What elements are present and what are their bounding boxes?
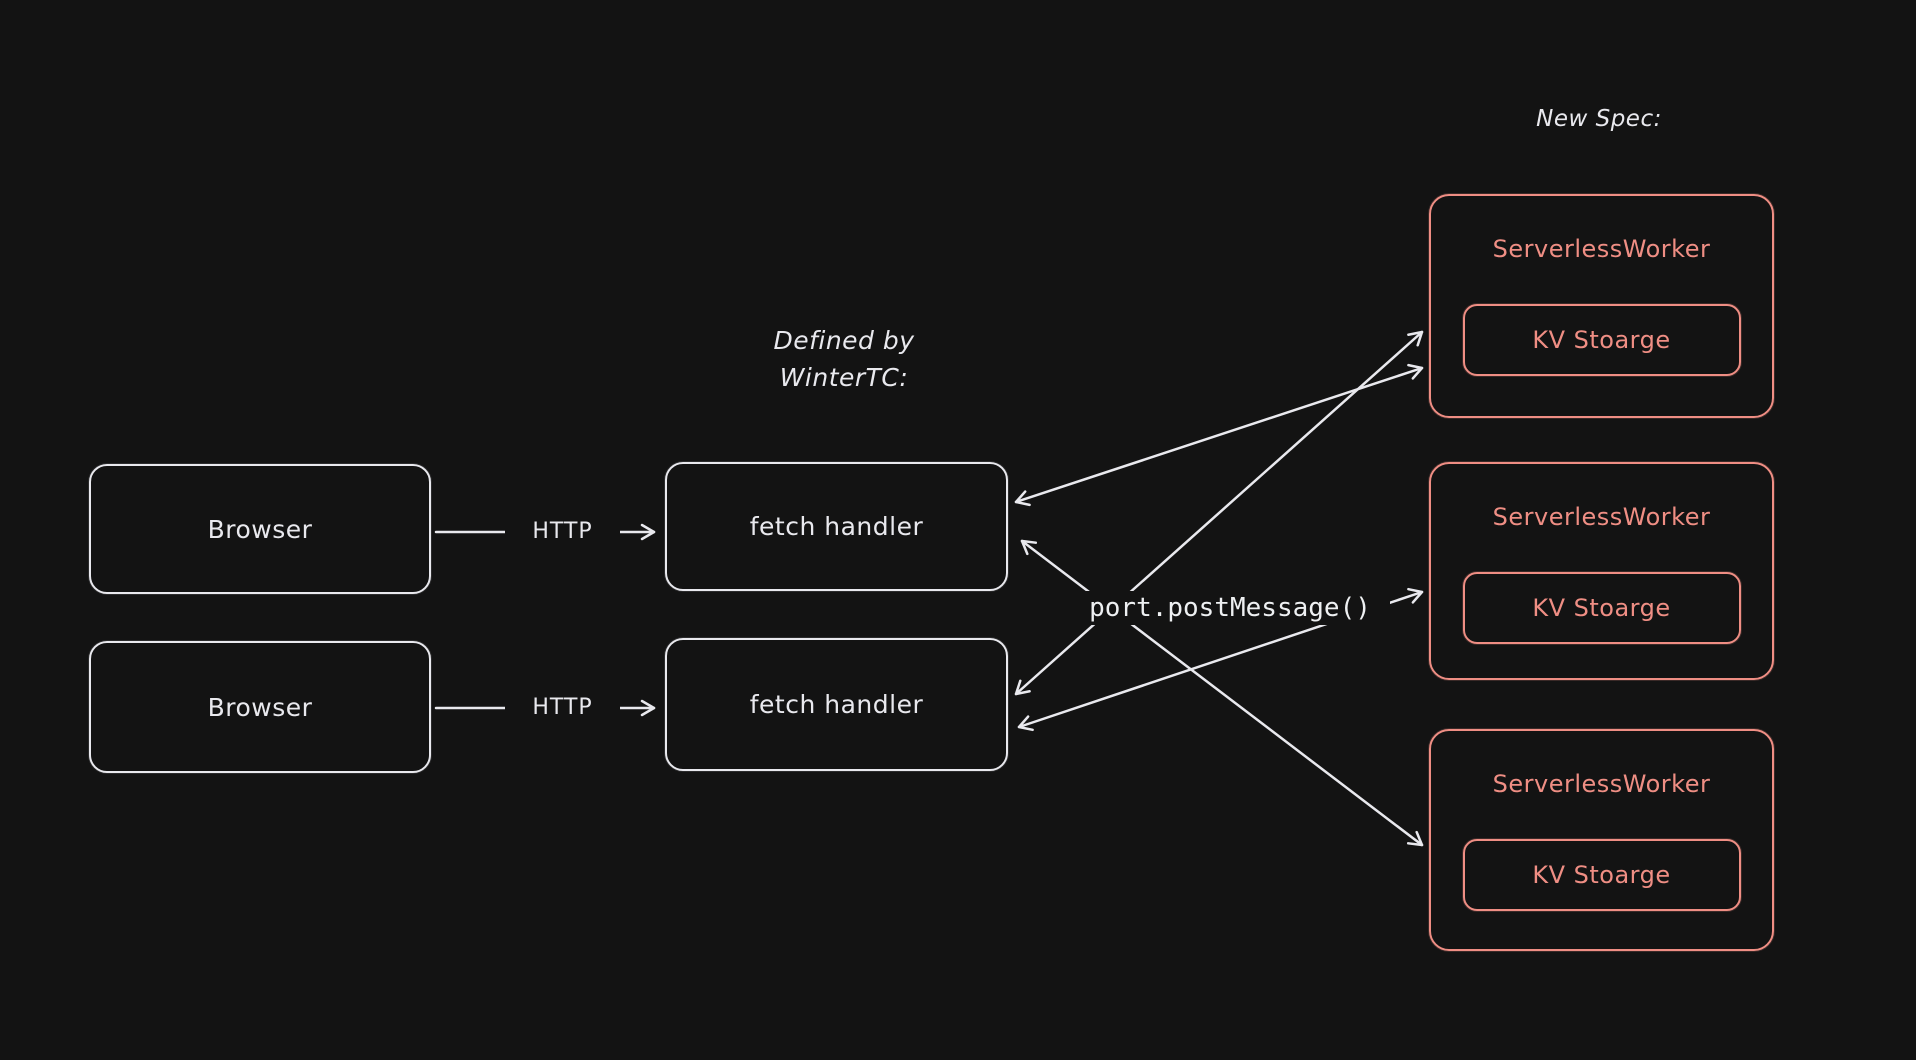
http-label-1: HTTP bbox=[505, 519, 620, 544]
arrow-fetch1-worker1 bbox=[1014, 363, 1424, 507]
defined-by-label: Defined by WinterTC: bbox=[719, 322, 969, 396]
browser-box-2-label: Browser bbox=[207, 692, 313, 722]
kv-storage-1-label: KV Stoarge bbox=[1532, 326, 1671, 354]
defined-by-line1: Defined by bbox=[773, 326, 915, 355]
serverless-worker-2-title: ServerlessWorker bbox=[1492, 503, 1711, 531]
new-spec-label: New Spec: bbox=[1536, 106, 1662, 132]
fetch-handler-box-1: fetch handler bbox=[665, 462, 1008, 591]
fetch-handler-box-2: fetch handler bbox=[665, 638, 1008, 771]
browser-box-1: Browser bbox=[89, 464, 431, 594]
serverless-worker-box-3: ServerlessWorker KV Stoarge bbox=[1429, 729, 1774, 951]
kv-storage-box-1: KV Stoarge bbox=[1462, 304, 1741, 376]
serverless-worker-box-2: ServerlessWorker KV Stoarge bbox=[1429, 462, 1774, 680]
serverless-worker-3-title: ServerlessWorker bbox=[1492, 770, 1711, 798]
fetch-handler-box-2-label: fetch handler bbox=[749, 690, 924, 719]
arrow-fetch1-worker3 bbox=[1020, 539, 1424, 847]
browser-box-2: Browser bbox=[89, 641, 431, 773]
kv-storage-box-3: KV Stoarge bbox=[1462, 839, 1741, 911]
kv-storage-box-2: KV Stoarge bbox=[1462, 572, 1741, 644]
kv-storage-3-label: KV Stoarge bbox=[1532, 861, 1671, 889]
defined-by-line2: WinterTC: bbox=[779, 363, 909, 392]
serverless-worker-box-1: ServerlessWorker KV Stoarge bbox=[1429, 194, 1774, 418]
browser-box-1-label: Browser bbox=[207, 514, 313, 544]
fetch-handler-box-1-label: fetch handler bbox=[749, 512, 924, 541]
post-message-label: port.postMessage() bbox=[1070, 591, 1390, 625]
arrow-fetch2-worker1 bbox=[1014, 330, 1424, 696]
http-label-2: HTTP bbox=[505, 695, 620, 720]
serverless-worker-1-title: ServerlessWorker bbox=[1492, 235, 1711, 263]
kv-storage-2-label: KV Stoarge bbox=[1532, 594, 1671, 622]
